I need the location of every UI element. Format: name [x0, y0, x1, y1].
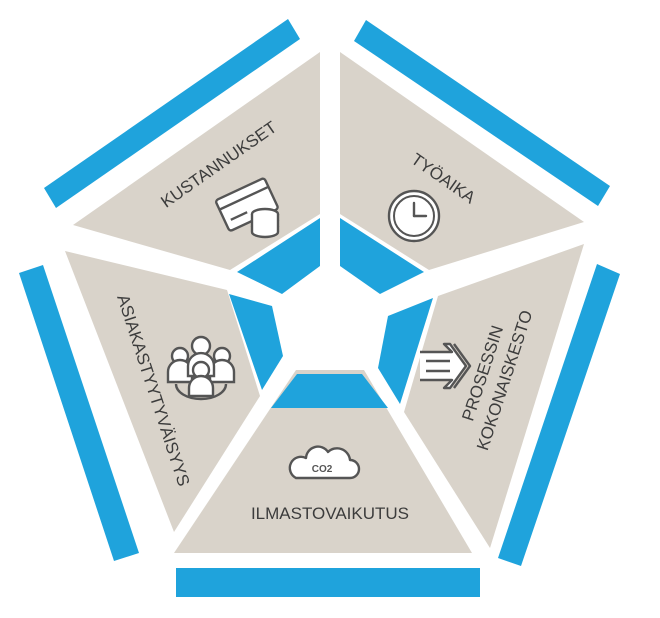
- co2-cloud-icon: CO2: [288, 445, 361, 480]
- segment-climate-label: ILMASTOVAIKUTUS: [251, 504, 409, 523]
- outer-bar-right: [498, 264, 620, 566]
- outer-bar-left: [19, 265, 139, 561]
- people-group-icon: [166, 335, 236, 401]
- inner-ring-right: [378, 298, 433, 404]
- segment-lead-time: [404, 244, 584, 548]
- inner-ring-bottom: [271, 374, 388, 408]
- outer-bar-bottom: [176, 568, 480, 597]
- outer-bar-top-right: [354, 20, 610, 206]
- inner-ring-top-right: [340, 218, 424, 294]
- co2-label: CO2: [312, 464, 333, 475]
- fast-forward-arrow-icon: [420, 342, 472, 390]
- inner-ring-top-left: [237, 218, 320, 294]
- segment-customer: [65, 251, 260, 532]
- clock-icon: [387, 189, 441, 243]
- credit-card-and-coins-icon: [215, 177, 280, 239]
- inner-ring-left: [229, 294, 283, 390]
- outer-bar-top-left: [44, 19, 300, 208]
